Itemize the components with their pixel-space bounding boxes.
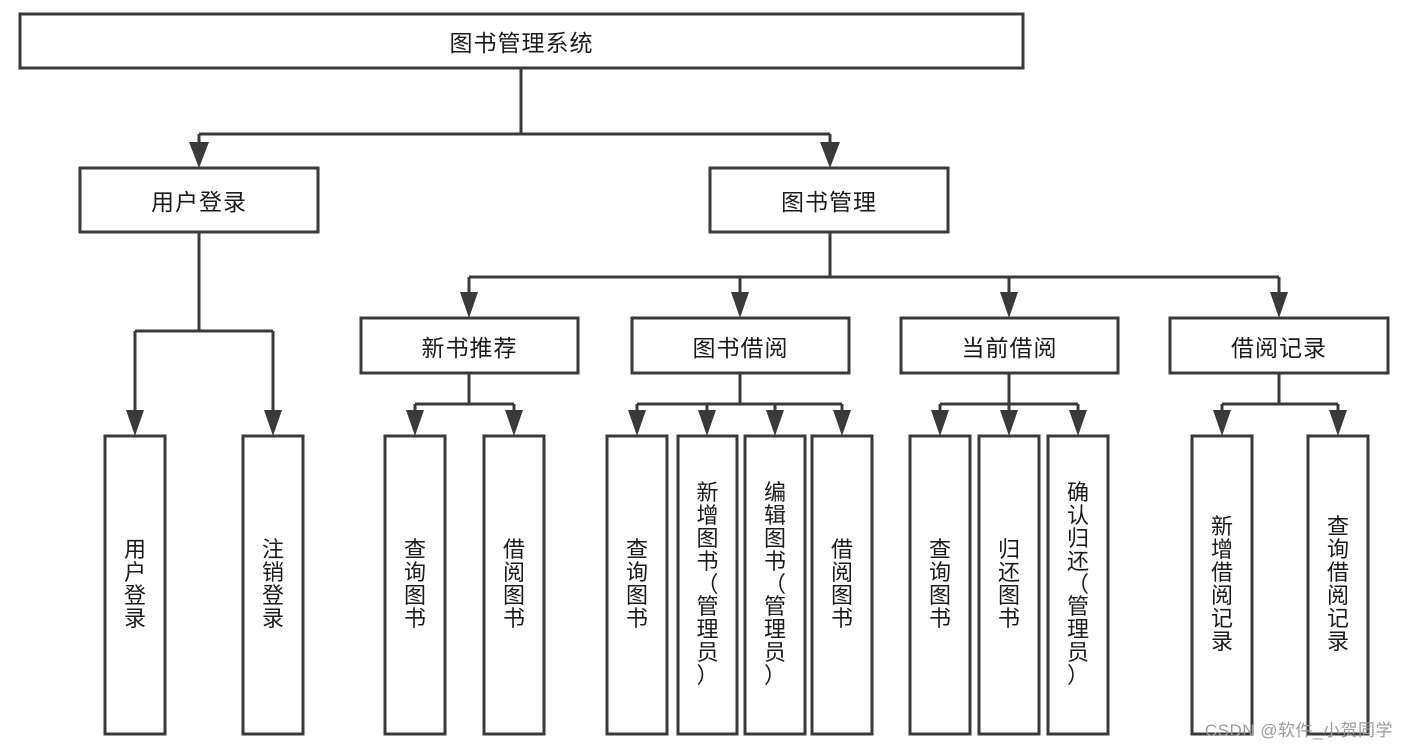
csdn-watermark: CSDN @软件_小贺同学: [1204, 721, 1393, 740]
arrow-leaf-borrow-book-2-icon: [833, 410, 851, 436]
node-leaf-confirm-return[interactable]: [1046, 434, 1110, 736]
node-leaf-edit-book[interactable]: [743, 434, 807, 736]
node-leaf-query-book-3[interactable]: [908, 434, 972, 736]
connector-group: [126, 68, 1347, 436]
node-root[interactable]: [18, 12, 1025, 70]
arrow-book-management-icon: [820, 142, 840, 168]
node-user-login[interactable]: [78, 166, 320, 234]
arrow-leaf-query-book-1-icon: [406, 410, 424, 436]
node-current-borrow[interactable]: [899, 316, 1120, 375]
node-leaf-user-login[interactable]: [103, 434, 167, 736]
arrow-leaf-return-book-icon: [1000, 410, 1018, 436]
arrow-current-borrow-icon: [1000, 292, 1018, 318]
arrow-leaf-user-login-icon: [126, 410, 144, 436]
node-leaf-borrow-book-2[interactable]: [810, 434, 874, 736]
node-leaf-borrow-book-1[interactable]: [482, 434, 546, 736]
node-leaf-add-record[interactable]: [1190, 434, 1254, 736]
arrow-leaf-query-book-3-icon: [931, 410, 949, 436]
arrow-new-book-recommend-icon: [460, 292, 478, 318]
arrow-leaf-borrow-book-1-icon: [505, 410, 523, 436]
node-new-book-recommend[interactable]: [359, 316, 580, 375]
arrow-leaf-confirm-return-icon: [1069, 410, 1087, 436]
arrow-leaf-add-book-icon: [698, 410, 716, 436]
node-leaf-add-book[interactable]: [676, 434, 739, 736]
node-borrow-record[interactable]: [1168, 316, 1390, 375]
node-leaf-query-book-1[interactable]: [383, 434, 447, 736]
arrow-leaf-logout-icon: [264, 410, 282, 436]
node-box-group: [18, 12, 1390, 736]
arrow-leaf-query-book-2-icon: [628, 410, 646, 436]
node-book-management[interactable]: [708, 166, 950, 234]
arrow-book-borrow-icon: [731, 292, 749, 318]
node-leaf-logout[interactable]: [241, 434, 305, 736]
node-leaf-query-book-2[interactable]: [605, 434, 669, 736]
node-leaf-return-book[interactable]: [977, 434, 1041, 736]
arrow-leaf-query-record-icon: [1329, 410, 1347, 436]
arrow-user-login-icon: [189, 142, 209, 168]
arrow-borrow-record-icon: [1270, 292, 1288, 318]
node-book-borrow[interactable]: [630, 316, 851, 375]
arrow-leaf-edit-book-icon: [766, 410, 784, 436]
arrow-leaf-add-record-icon: [1213, 410, 1231, 436]
node-leaf-query-record[interactable]: [1306, 434, 1370, 736]
